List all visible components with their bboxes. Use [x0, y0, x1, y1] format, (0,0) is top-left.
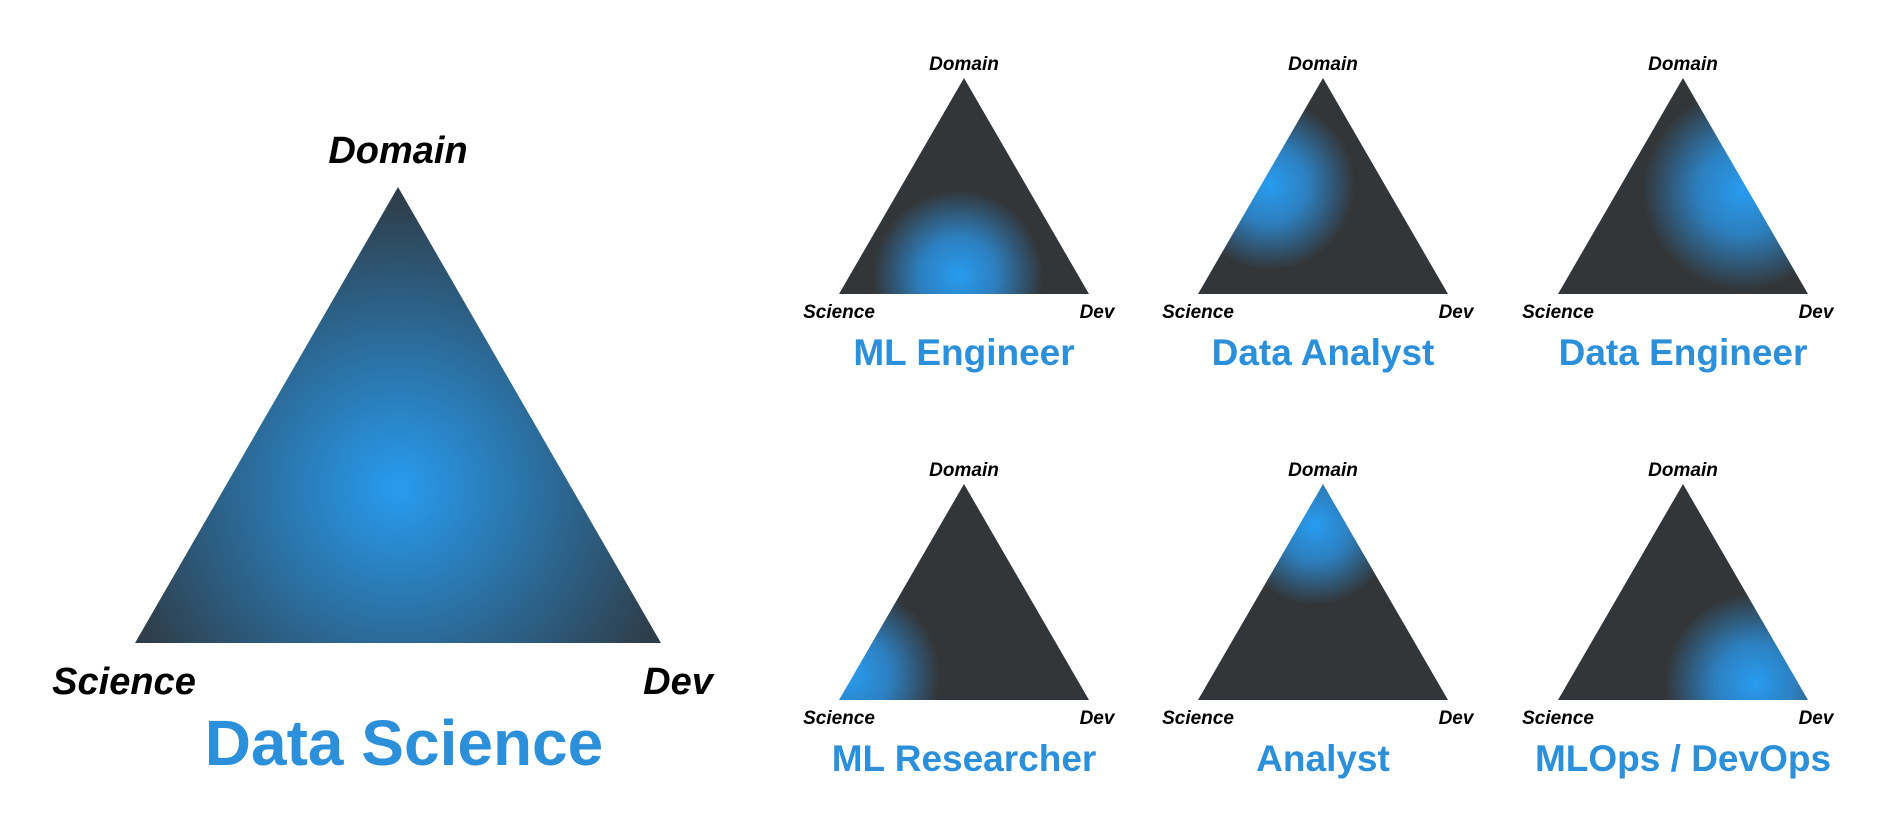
vertex-dev: Dev	[1439, 302, 1475, 323]
main-triangle	[135, 187, 661, 643]
vertex-domain: Domain	[1288, 460, 1358, 481]
role-title: ML Researcher	[832, 738, 1097, 779]
vertex-domain: Domain	[1648, 460, 1718, 481]
main-triangle-group: Domain Science Dev Data Science	[52, 130, 715, 779]
role-title: MLOps / DevOps	[1535, 738, 1831, 779]
role-title: Data Engineer	[1559, 332, 1808, 373]
vertex-dev: Dev	[1799, 708, 1835, 729]
role-triangle	[839, 78, 1089, 294]
vertex-domain: Domain	[929, 54, 999, 75]
role-ml-researcher: Domain Science Dev ML Researcher	[803, 460, 1116, 779]
vertex-domain: Domain	[929, 460, 999, 481]
role-triangle	[839, 484, 1089, 700]
vertex-dev: Dev	[1080, 302, 1116, 323]
main-vertex-domain: Domain	[328, 130, 467, 172]
vertex-science: Science	[1522, 302, 1594, 323]
role-ml-engineer: Domain Science Dev ML Engineer	[803, 54, 1116, 373]
vertex-domain: Domain	[1288, 54, 1358, 75]
vertex-science: Science	[1522, 708, 1594, 729]
role-triangle	[1558, 484, 1808, 700]
vertex-science: Science	[1162, 708, 1234, 729]
role-triangle	[1558, 78, 1808, 294]
role-mlops-devops: Domain Science Dev MLOps / DevOps	[1522, 460, 1835, 779]
role-title: Data Analyst	[1212, 332, 1435, 373]
vertex-dev: Dev	[1080, 708, 1116, 729]
vertex-dev: Dev	[1439, 708, 1475, 729]
vertex-science: Science	[803, 302, 875, 323]
vertex-dev: Dev	[1799, 302, 1835, 323]
vertex-science: Science	[1162, 302, 1234, 323]
role-title: ML Engineer	[853, 332, 1074, 373]
vertex-domain: Domain	[1648, 54, 1718, 75]
role-data-analyst: Domain Science Dev Data Analyst	[1162, 54, 1475, 373]
role-triangle	[1198, 484, 1448, 700]
vertex-science: Science	[803, 708, 875, 729]
role-analyst: Domain Science Dev Analyst	[1162, 460, 1475, 779]
role-triangle	[1198, 78, 1448, 294]
main-vertex-dev: Dev	[643, 661, 715, 703]
role-title: Analyst	[1256, 738, 1390, 779]
main-title: Data Science	[205, 707, 603, 779]
role-data-engineer: Domain Science Dev Data Engineer	[1522, 54, 1835, 373]
main-vertex-science: Science	[52, 661, 196, 703]
